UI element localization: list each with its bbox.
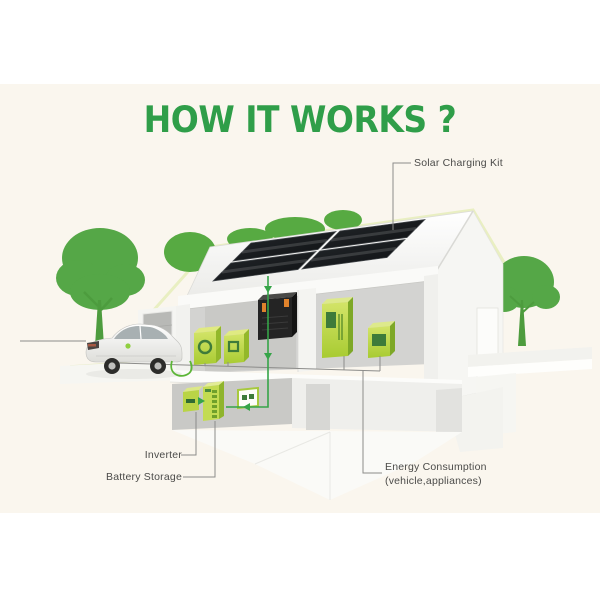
charging-cable-icon (170, 360, 193, 377)
solar-label-line (392, 162, 411, 230)
label-solar-charging-kit: Solar Charging Kit (414, 157, 503, 169)
power-flow-lines (198, 276, 272, 411)
battery-storage-unit-icon (203, 381, 224, 421)
inverter-unit-icon (183, 386, 203, 412)
label-energy-consumption: Energy Consumption (vehicle,appliances) (385, 461, 487, 488)
ev-car-icon (85, 323, 193, 379)
inverter-label-line (181, 412, 197, 456)
tree-left-icon (56, 228, 145, 346)
connector-lines (20, 162, 411, 478)
flow-arrow-down-icon (264, 353, 272, 360)
dishwasher-icon (224, 329, 249, 364)
flow-arrow-left-icon (243, 403, 250, 411)
kitchen-appliance-icon (368, 321, 395, 358)
energy-label-line (362, 370, 382, 474)
power-outlet-icon (237, 386, 259, 410)
gable-end-wall (436, 210, 592, 452)
label-energy-consumption-line2: (vehicle,appliances) (385, 474, 482, 487)
label-battery-storage: Battery Storage (106, 471, 182, 483)
label-energy-consumption-line1: Energy Consumption (385, 461, 487, 473)
charge-port (125, 343, 131, 349)
flow-arrow-down-icon (264, 286, 272, 293)
solar-panel-array-icon (212, 219, 426, 282)
basement (172, 378, 462, 500)
page-title: HOW IT WORKS ? (143, 98, 457, 141)
battery-label-line (183, 421, 216, 478)
washing-machine-icon (194, 326, 221, 365)
charge-controller-icon (258, 292, 297, 340)
label-inverter: Inverter (144, 449, 182, 461)
refrigerator-icon (322, 297, 353, 358)
flow-arrow-right-icon (198, 397, 205, 405)
